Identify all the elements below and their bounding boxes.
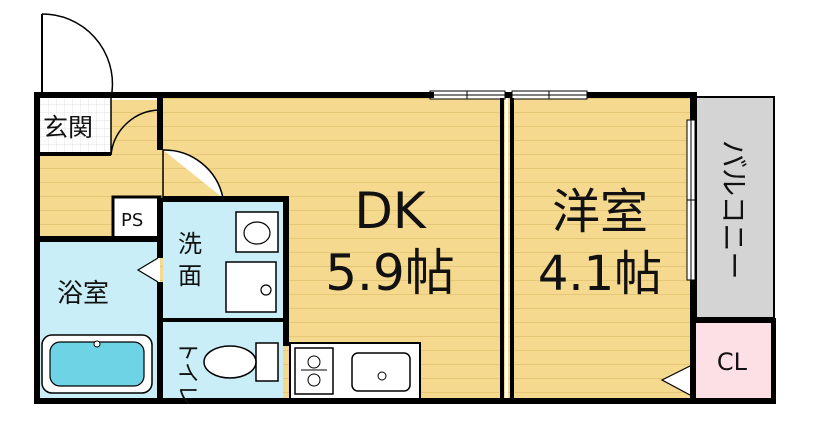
pipe-space-label: PS (121, 210, 143, 231)
stove-icon (294, 347, 334, 395)
closet-label: CL (717, 348, 748, 376)
washing-drum-icon (260, 284, 272, 296)
washroom-door (162, 149, 224, 199)
western-room-size: 4.1帖 (538, 246, 662, 302)
walls (34, 92, 776, 404)
closet-door-mark (660, 365, 691, 396)
dk-size: 5.9帖 (325, 244, 455, 302)
washroom-label-1: 洗 (178, 230, 202, 258)
window-western (511, 90, 588, 100)
bathtub-drain-icon (93, 340, 101, 348)
entrance-inner-door (110, 98, 160, 156)
bathtub-water (49, 341, 145, 387)
washroom-label-2: 面 (178, 262, 202, 290)
sink-drain-icon (377, 371, 387, 381)
toilet-bowl-icon (203, 345, 257, 379)
window-balcony-door (686, 119, 696, 281)
western-room-floor (508, 97, 690, 399)
closet-floor (694, 322, 774, 399)
wash-basin-icon (235, 211, 279, 253)
dk-label: DK (354, 182, 427, 240)
window-dk (429, 90, 506, 100)
balcony-floor (696, 97, 774, 317)
western-room-label: 洋室 (552, 184, 648, 240)
pipe-space (111, 195, 162, 242)
toilet-label: トイレ (174, 340, 199, 406)
bath-label: 浴室 (57, 279, 109, 309)
entrance-tile (38, 100, 111, 155)
basin-bowl-icon (243, 221, 271, 245)
balcony-label: バルコニー (717, 140, 750, 279)
stove-burners-icon (301, 355, 327, 387)
washing-machine-icon (225, 261, 277, 313)
bath-door-mark (136, 257, 159, 283)
entrance-door (41, 13, 114, 93)
entrance-label: 玄関 (43, 113, 93, 142)
balcony-railing (695, 96, 775, 319)
toilet-tank-icon (255, 342, 279, 382)
